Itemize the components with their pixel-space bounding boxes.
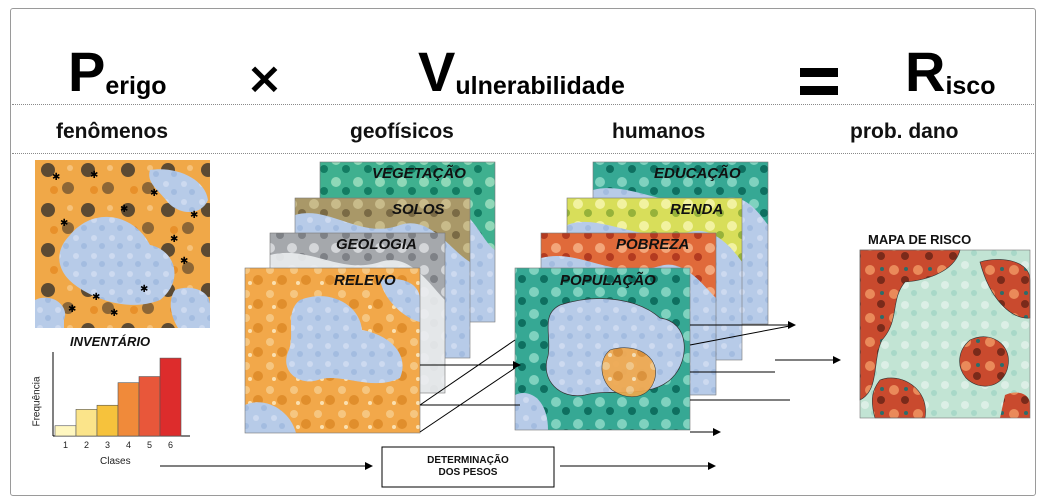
label-vegetacao: VEGETAÇÃO [372,165,466,182]
flow-arrows [160,321,841,470]
bar-class-4 [117,382,140,437]
svg-text:✱: ✱ [92,292,100,303]
svg-text:✱: ✱ [180,256,188,267]
weights-box-label: DETERMINAÇÃO DOS PESOS [382,455,554,479]
tick-label-4: 4 [126,440,131,450]
inventory-title: INVENTÁRIO [70,334,151,349]
svg-text:✱: ✱ [190,210,198,221]
tick-label-6: 6 [168,440,173,450]
title-risco-initial: R [905,40,946,103]
diagram-frame [10,8,1036,496]
connector-diagonal-2 [419,367,516,433]
human-layer-stack [514,161,769,431]
inventory-chart: 1 2 3 4 5 6 [52,352,190,450]
risk-map-title: MAPA DE RISCO [868,232,972,247]
label-populacao: POPULAÇÃO [560,272,656,289]
title-risco-rest: isco [945,72,996,100]
label-pobreza: POBREZA [616,236,690,253]
equals-operator [800,68,838,96]
svg-text:✱: ✱ [52,172,60,183]
bar-class-2 [75,409,98,437]
bar-class-6 [159,357,182,437]
label-geologia: GEOLOGIA [336,236,417,253]
title-vulnerabilidade-initial: V [418,40,456,103]
subtitle-prob-dano: prob. dano [850,120,959,143]
weights-box-line1: DETERMINAÇÃO [427,455,509,466]
title-perigo: Perigo [68,44,166,102]
label-educacao: EDUCAÇÃO [654,165,741,182]
label-renda: RENDA [670,201,724,218]
title-perigo-rest: erigo [105,72,167,100]
separator-line-bottom [12,153,1034,154]
arrow-human-2 [689,324,796,346]
tick-label-5: 5 [147,440,152,450]
svg-text:✱: ✱ [120,204,128,215]
label-relevo: RELEVO [334,272,396,289]
geophysical-layer-stack [244,161,496,434]
bar-class-1 [54,425,77,437]
label-solos: SOLOS [392,201,445,218]
connector-diagonal-1 [419,339,516,406]
subtitle-fenomenos: fenômenos [56,120,169,143]
inventory-ylabel: Frequência [31,376,43,427]
weights-box-line2: DOS PESOS [438,467,498,478]
svg-text:✱: ✱ [170,234,178,245]
svg-text:✱: ✱ [110,308,118,319]
risk-map [859,249,1031,419]
title-perigo-initial: P [68,40,106,103]
separator-line-top [12,104,1034,105]
tick-label-3: 3 [105,440,110,450]
bar-class-5 [138,376,161,437]
weights-box [381,446,555,488]
svg-text:✱: ✱ [140,284,148,295]
tick-label-1: 1 [63,440,68,450]
svg-text:✱: ✱ [150,188,158,199]
hazard-map: ✱✱✱ ✱✱✱ ✱✱✱ ✱✱✱ [35,160,210,328]
subtitle-humanos: humanos [612,120,706,143]
svg-text:✱: ✱ [90,170,98,181]
svg-text:✱: ✱ [60,218,68,229]
title-vulnerabilidade-rest: ulnerabilidade [455,72,625,100]
title-vulnerabilidade: Vulnerabilidade [418,44,625,102]
bar-class-3 [96,404,119,437]
times-operator: × [246,53,283,104]
layer-map-relevo [244,267,421,434]
layer-map-populacao [514,267,691,431]
title-risco: Risco [905,44,995,102]
svg-text:✱: ✱ [68,304,76,315]
subtitle-geofisicos: geofísicos [350,120,454,143]
inventory-xlabel: Clases [100,456,131,467]
tick-label-2: 2 [84,440,89,450]
